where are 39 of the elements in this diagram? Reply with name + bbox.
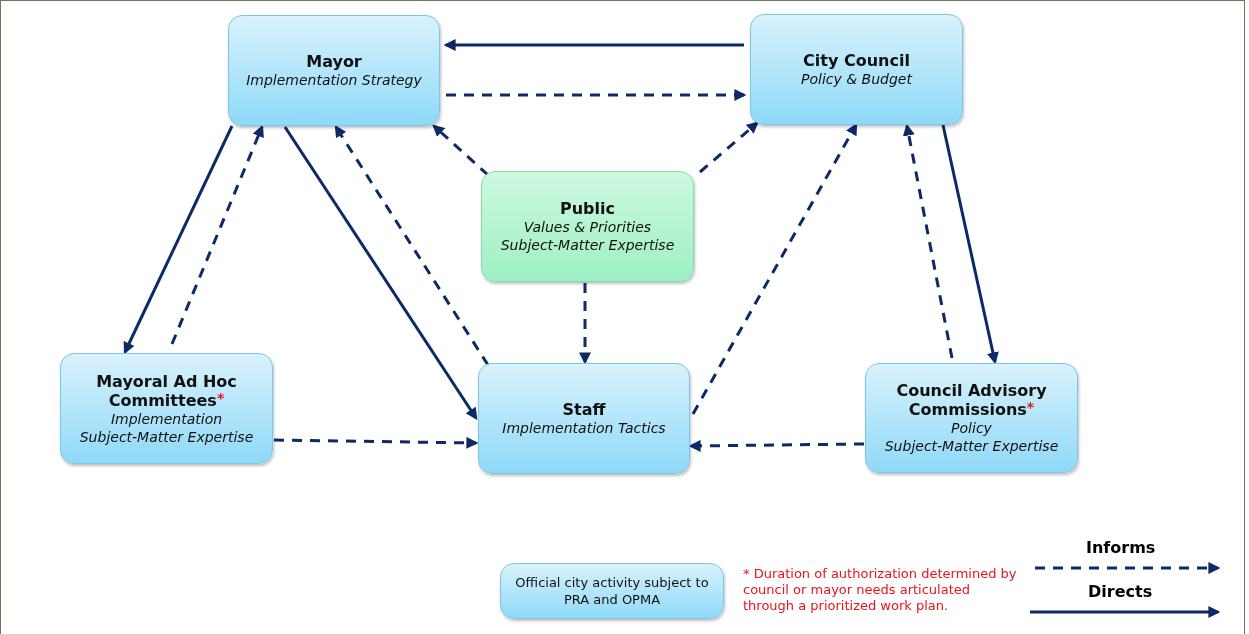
arrow [699, 121, 759, 174]
process-box [478, 363, 690, 474]
node-subtitle: Values & Priorities [523, 218, 652, 236]
node-title: Mayor [306, 52, 362, 71]
node-subtitle: Policy & Budget [801, 70, 912, 88]
node-subtitle: Subject-Matter Expertise [500, 236, 675, 254]
node-subtitle: Implementation Tactics [502, 419, 666, 437]
node-subtitle: Policy [951, 419, 992, 437]
footnote: * Duration of authorization determined by council or mayor needs articulated through a prioritized work plan. [743, 566, 1018, 614]
arrow [443, 39, 744, 51]
node-title: Official city activity subject to PRA and OPMA [514, 574, 710, 608]
arrow [170, 124, 264, 345]
arrow [123, 125, 234, 355]
arrow [579, 283, 591, 365]
node-subtitle: Implementation Strategy [246, 71, 422, 89]
process-box [60, 353, 273, 464]
arrow [688, 439, 864, 452]
process-box [750, 14, 963, 125]
process-box [228, 15, 440, 126]
node-title: City Council [803, 51, 910, 70]
node-title: Staff [562, 400, 606, 419]
arrow [902, 123, 954, 359]
node-title: Public [560, 199, 615, 218]
process-box [865, 363, 1078, 473]
arrow [334, 125, 490, 366]
arrow [283, 126, 478, 420]
legend-label: Informs [1086, 538, 1156, 557]
node-subtitle: Subject-Matter Expertise [79, 427, 254, 446]
node-subtitle: Subject-Matter Expertise [884, 437, 1059, 455]
node-title: Mayoral Ad Hoc Committees$^{*}$ [95, 371, 238, 410]
arrow [941, 124, 999, 365]
arrow [273, 436, 479, 449]
node-subtitle: Implementation [110, 409, 223, 428]
process-box [481, 171, 694, 282]
arrow [446, 89, 747, 101]
legend-label: Directs [1088, 582, 1153, 601]
node-title: Council Advisory Commissions$^{*}$ [895, 381, 1048, 419]
legend-box [500, 563, 724, 619]
arrow [432, 124, 489, 177]
